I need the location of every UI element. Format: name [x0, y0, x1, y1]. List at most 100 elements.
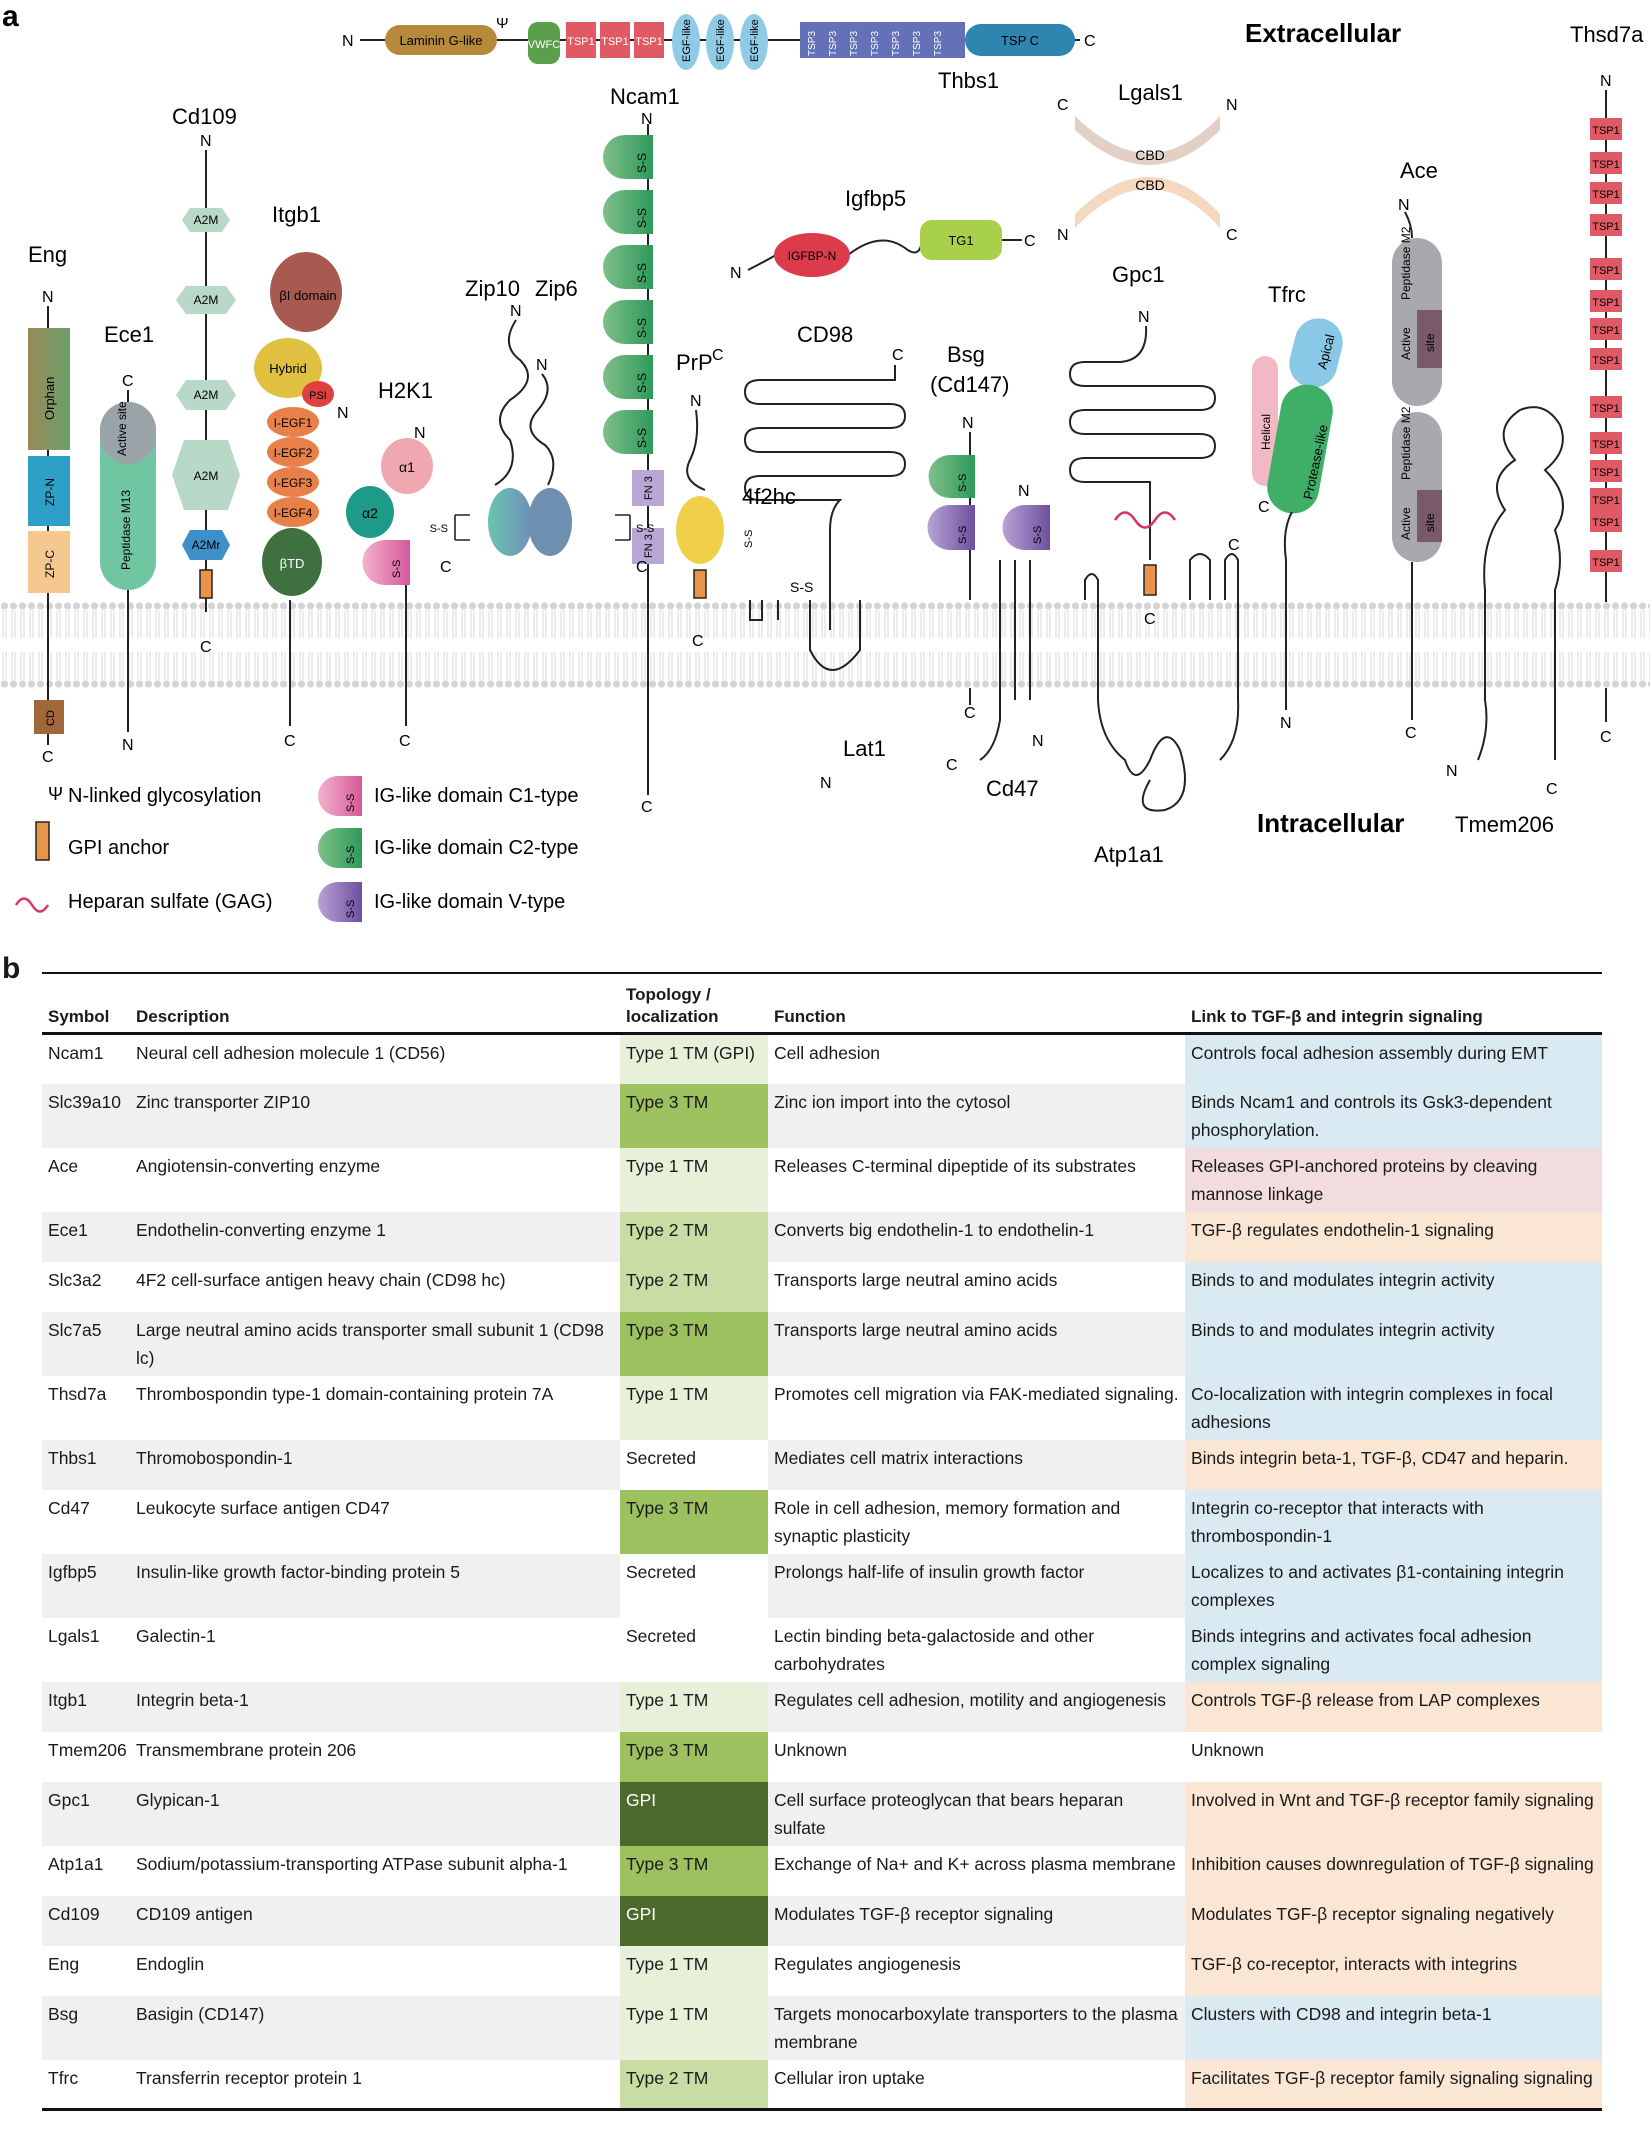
ncam1-label: Ncam1 — [610, 84, 680, 109]
terminus-c: C — [1405, 725, 1417, 742]
cell-description: Large neutral amino acids transporter sm… — [130, 1311, 620, 1376]
cell-link: Releases GPI-anchored proteins by cleavi… — [1185, 1147, 1602, 1212]
cell-link: Integrin co-receptor that interacts with… — [1185, 1489, 1602, 1554]
ss-label: S-S — [635, 318, 649, 338]
tsp1-label: TSP1 — [1592, 297, 1620, 309]
tsp1-domain — [1590, 152, 1622, 174]
cell-function: Transports large neutral amino acids — [768, 1311, 1185, 1376]
cell-description: Insulin-like growth factor-binding prote… — [130, 1553, 620, 1618]
terminus-c: C — [1084, 33, 1096, 50]
igfbpn-label: IGFBP-N — [788, 249, 837, 263]
cell-symbol: Ece1 — [42, 1211, 130, 1262]
iegf1-domain — [267, 407, 319, 437]
bi-domain — [270, 252, 342, 332]
iegf2-label: I-EGF2 — [274, 446, 313, 460]
tsp1-domain — [1590, 488, 1622, 510]
cell-symbol: Cd109 — [42, 1895, 130, 1946]
a2mr-label: A2Mr — [192, 538, 221, 552]
cell-topology: Secreted — [620, 1617, 768, 1682]
tfrc-protein: Tfrc Helical C Apical Protease-like N — [1252, 282, 1343, 732]
cell-function: Regulates cell adhesion, motility and an… — [768, 1681, 1185, 1732]
ss-label: S-S — [635, 373, 649, 393]
cell-symbol: Lgals1 — [48, 1625, 100, 1646]
header-link: Link to TGF-β and integrin signaling — [1185, 980, 1602, 1035]
cell-link: Clusters with CD98 and integrin beta-1 — [1185, 1995, 1602, 2060]
bi-domain-label: βI domain — [279, 288, 336, 303]
cell-description: Galectin-1 — [136, 1625, 216, 1646]
legend-c1: IG-like domain C1-type — [374, 785, 579, 807]
cell-link: Co-localization with integrin complexes … — [1185, 1375, 1602, 1440]
tsp1-domain — [1590, 318, 1622, 340]
cell-function: Lectin binding beta-galactoside and othe… — [774, 1625, 1095, 1674]
cell-description: Thrombospondin type-1 domain-containing … — [136, 1383, 554, 1404]
c2-ig-domain — [603, 410, 653, 454]
gpi-anchor-icon — [35, 821, 50, 861]
cell-symbol: Igfbp5 — [42, 1553, 130, 1618]
egf-domain — [672, 14, 700, 70]
alpha1-label: α1 — [399, 459, 415, 475]
terminus-c: C — [1600, 729, 1612, 746]
tsp1-domain — [1590, 182, 1622, 204]
cell-link: TGF-β co-receptor, interacts with integr… — [1185, 1945, 1602, 1996]
h2k1-label: H2K1 — [378, 378, 433, 403]
ss-label: S-S — [635, 153, 649, 173]
terminus-n: N — [42, 289, 54, 306]
cell-description: Angiotensin-converting enzyme — [136, 1155, 381, 1176]
apical-domain — [1289, 318, 1343, 388]
membrane-bilayer — [0, 602, 1650, 688]
tsp1-domain — [634, 22, 664, 58]
ss-label: S-S — [743, 530, 755, 548]
tmem206-protein: N C Tmem206 — [1446, 406, 1564, 837]
terminus-n: N — [122, 737, 134, 754]
iegf1-label: I-EGF1 — [274, 416, 313, 430]
tsp1-label: TSP1 — [1592, 325, 1620, 337]
a2m-label: A2M — [194, 469, 219, 483]
cell-description: Endoglin — [136, 1953, 205, 1974]
peptidase-m2-label: Peptidase M2 — [1399, 226, 1413, 300]
atp1a1-label: Atp1a1 — [1094, 842, 1164, 867]
c2-ig-domain — [603, 245, 653, 289]
terminus-c: C — [1546, 781, 1558, 798]
terminus-n: N — [200, 133, 212, 150]
legend-v: IG-like domain V-type — [374, 891, 565, 913]
cell-function: Promotes cell migration via FAK-mediated… — [774, 1383, 1179, 1404]
tsp1-domain — [1590, 214, 1622, 236]
cell-symbol: Slc7a5 — [42, 1311, 130, 1376]
tsp1-domain — [1590, 460, 1622, 482]
cd109-label: Cd109 — [172, 104, 237, 129]
zip6-domain — [528, 488, 572, 556]
zip-proteins: Zip10 Zip6 N N S-S S-S C C — [430, 276, 655, 576]
cell-function: Exchange of Na+ and K+ across plasma mem… — [774, 1853, 1176, 1874]
header-function: Function — [768, 980, 1185, 1035]
tsp1-domain — [1590, 290, 1622, 312]
cell-link: Binds to and modulates integrin activity — [1185, 1311, 1602, 1376]
tsp1-domain — [566, 22, 596, 58]
terminus-n: N — [510, 303, 522, 320]
cell-topology: Type 3 TM — [620, 1845, 768, 1896]
cell-function: Regulates angiogenesis — [774, 1953, 961, 1974]
cell-topology: Type 2 TM — [620, 1261, 768, 1312]
header-description: Description — [130, 980, 620, 1035]
cell-description: Zinc transporter ZIP10 — [130, 1083, 620, 1148]
tsp1-label: TSP1 — [1592, 467, 1620, 479]
terminus-c: C — [1144, 611, 1156, 628]
active-label: Active — [1399, 507, 1413, 540]
cell-description: Integrin beta-1 — [130, 1681, 620, 1732]
terminus-n: N — [1226, 97, 1238, 114]
zip6-label: Zip6 — [535, 276, 578, 301]
terminus-n: N — [690, 393, 702, 410]
cell-symbol: Cd47 — [48, 1497, 90, 1518]
cell-link: Facilitates TGF-β receptor family signal… — [1185, 2059, 1602, 2111]
tsp1-label: TSP1 — [1592, 557, 1620, 569]
ss-label: S-S — [790, 579, 813, 595]
terminus-n: N — [1280, 715, 1292, 732]
terminus-n: N — [414, 425, 426, 442]
tsp1-label: TSP1 — [1592, 221, 1620, 233]
tsp3-label: TSP3 — [912, 31, 923, 56]
lgals1-label: Lgals1 — [1118, 80, 1183, 105]
